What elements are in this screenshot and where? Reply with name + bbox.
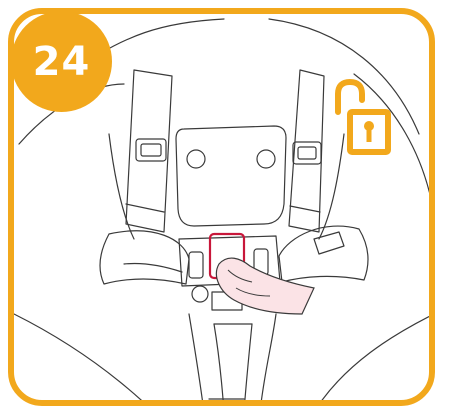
step-number: 24	[33, 42, 91, 82]
back-panel	[176, 126, 286, 226]
right-shoulder-strap	[289, 70, 324, 232]
step-number-badge: 24	[11, 11, 112, 112]
unlocked-padlock-icon	[338, 82, 388, 152]
right-strap-adjuster	[293, 142, 321, 164]
left-waist-belt	[100, 231, 189, 284]
right-waist-belt	[279, 226, 368, 282]
left-shoulder-strap	[126, 70, 172, 232]
hand-pressing-buckle-icon	[216, 258, 314, 314]
